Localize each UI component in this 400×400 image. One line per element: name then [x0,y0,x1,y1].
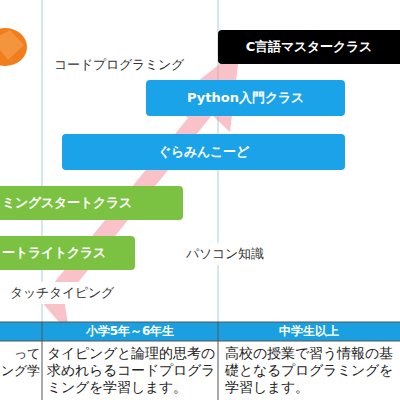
table-cell: タイピングと論理的思考の求めれらるコードプログラミングを学習します。 [47,345,215,396]
class-name: Python入門クラス [187,89,304,107]
class-name: C言語マスタークラス [246,38,373,56]
skill-label: タッチタイピング [4,282,120,304]
orange-icon [0,28,27,66]
skill-label: コードプログラミング [50,54,188,76]
table-header: 小学5年～6年生 [42,323,218,340]
table-cell: 高校の授業で習う情報の基礎となるプログラミングを学習します。 [225,345,393,396]
table-cell-fragment: って [0,345,40,363]
class-box: Python入門クラス [146,80,345,116]
orange-icon-facet [0,30,24,60]
table-line [218,322,219,400]
class-box: ートライトクラス [0,236,135,270]
skill-label: パソコン知識 [186,243,276,265]
table-header: 中学生以上 [218,323,400,340]
table-line [0,322,400,323]
table-cell-fragment: ング学 [0,362,40,380]
class-name: ートライトクラス [2,244,106,262]
table-line [0,341,400,342]
class-box: ミングスタートクラス [0,186,183,220]
table-line [42,322,43,400]
column-line [42,0,43,322]
class-name: ぐらみんこーど [158,143,249,161]
class-name: ミングスタートクラス [2,194,132,212]
class-box: C言語マスタークラス [218,30,400,64]
table-header-band [0,322,400,341]
class-box: ぐらみんこーど [62,134,345,170]
